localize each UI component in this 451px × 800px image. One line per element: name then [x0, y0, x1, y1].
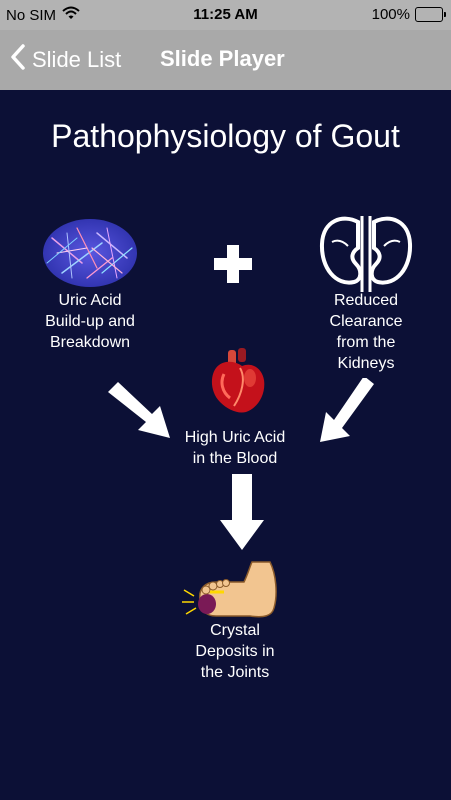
crystals-icon — [42, 218, 138, 293]
arrow-icon — [318, 376, 380, 447]
caption-line: in the Blood — [192, 450, 278, 467]
back-label: Slide List — [32, 47, 122, 72]
kidney-caption: Reduced Clearance from the Kidneys — [296, 290, 436, 374]
caption-line: Crystal — [210, 622, 260, 639]
carrier-group: No SIM — [6, 6, 80, 24]
caption-line: from the — [336, 334, 396, 351]
caption-line: High Uric Acid — [184, 429, 286, 446]
foot-icon — [180, 560, 280, 625]
battery-icon — [415, 7, 446, 22]
arrow-icon — [104, 380, 176, 447]
caption-line: Breakdown — [49, 334, 131, 351]
caption-line: Clearance — [329, 313, 403, 330]
caption-line: the Joints — [200, 664, 270, 681]
carrier-label: No SIM — [6, 6, 57, 24]
heart-icon — [206, 348, 270, 421]
caption-line: Uric Acid — [58, 292, 122, 309]
battery-percent: 100% — [371, 6, 410, 23]
battery-group: 100% — [371, 6, 446, 23]
clock: 11:25 AM — [193, 6, 258, 23]
status-bar: No SIM 11:25 AM 100% — [0, 0, 451, 30]
page-title: Slide Player — [160, 46, 285, 71]
caption-line: Kidneys — [337, 355, 395, 372]
joints-caption: Crystal Deposits in the Joints — [165, 620, 305, 683]
wifi-icon — [62, 6, 80, 24]
navigation-bar: Slide List Slide Player — [0, 30, 451, 90]
slide-title: Pathophysiology of Gout — [51, 118, 400, 154]
chevron-left-icon — [10, 43, 26, 77]
kidneys-icon — [318, 212, 414, 299]
slide-canvas: Pathophysiology of Gout — [0, 90, 451, 800]
plus-icon — [212, 243, 254, 290]
caption-line: Reduced — [333, 292, 399, 309]
blood-caption: High Uric Acid in the Blood — [160, 427, 310, 469]
back-button[interactable]: Slide List — [10, 43, 121, 77]
uric-acid-caption: Uric Acid Build-up and Breakdown — [20, 290, 160, 353]
caption-line: Build-up and — [45, 313, 135, 330]
caption-line: Deposits in — [195, 643, 275, 660]
arrow-icon — [220, 474, 264, 555]
